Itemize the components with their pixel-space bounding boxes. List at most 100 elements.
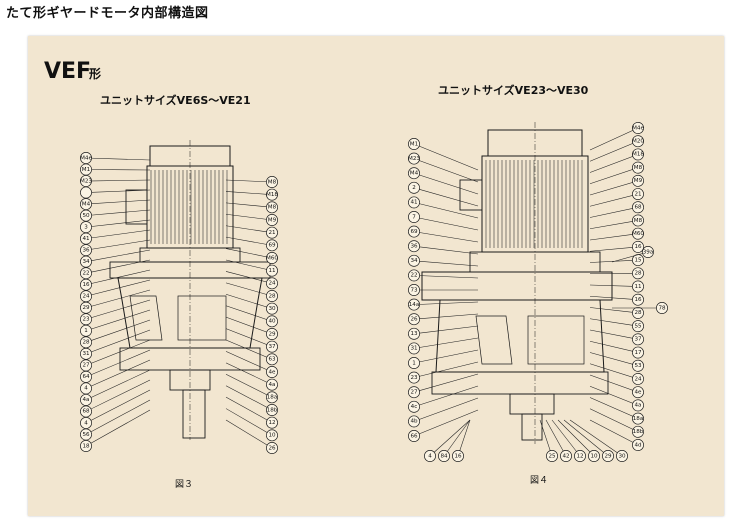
leader-line xyxy=(413,373,479,393)
callout-label: M8 xyxy=(634,165,643,171)
callout-bubble xyxy=(546,450,558,462)
leader-line xyxy=(225,374,273,398)
callout-bubble xyxy=(632,333,644,346)
leader-line xyxy=(413,275,479,279)
callout-bubble xyxy=(266,201,278,214)
leader-line xyxy=(85,399,151,435)
leader-line xyxy=(557,419,595,457)
leader-line xyxy=(589,127,639,151)
leader-line xyxy=(457,419,471,457)
callout-label: M9 xyxy=(634,178,643,184)
output-shaft xyxy=(182,389,206,439)
leader-line xyxy=(589,352,639,367)
leader-line xyxy=(225,396,273,423)
callout-label: 4b xyxy=(410,419,418,425)
leader-line xyxy=(589,419,639,446)
leader-line xyxy=(225,362,273,385)
callout-bubble xyxy=(408,386,420,399)
leader-line xyxy=(413,202,479,219)
leader-line xyxy=(443,419,471,457)
leader-line xyxy=(413,158,479,183)
callout-bubble xyxy=(266,239,278,252)
leader-line xyxy=(85,289,151,309)
callout-label: 24 xyxy=(268,281,276,287)
callout-bubble xyxy=(266,366,278,378)
geared-motor-drawing-small xyxy=(109,140,271,440)
callout-bubble xyxy=(266,378,278,391)
callout-label: 28 xyxy=(634,310,642,316)
leader-line xyxy=(225,248,273,259)
callout-label: M1 xyxy=(410,141,419,147)
page-title: たて形ギヤードモータ内部構造図 xyxy=(6,6,209,21)
callout-label: M1 xyxy=(82,167,91,173)
callout-bubble xyxy=(632,188,644,200)
leader-line xyxy=(85,319,151,343)
leader-line xyxy=(225,236,273,246)
leader-line xyxy=(589,397,639,419)
callout-bubble xyxy=(408,181,420,194)
callout-bubble xyxy=(408,357,420,369)
callout-label: 55 xyxy=(634,323,642,329)
callout-label: 29 xyxy=(268,331,276,337)
leader-line xyxy=(413,260,479,267)
callout-label: 21 xyxy=(634,191,642,197)
callout-label: M4e xyxy=(80,155,92,161)
leader-line xyxy=(85,239,151,251)
callout-bubble xyxy=(408,269,420,282)
callout-bubble xyxy=(632,227,644,240)
leader-line xyxy=(85,359,151,389)
callout-label: 36 xyxy=(410,244,418,250)
callout-label: 31 xyxy=(82,351,90,357)
diagram-2-heading: ユニットサイズVE23〜VE30 xyxy=(438,83,589,97)
leader-line xyxy=(225,351,273,373)
callout-bubble xyxy=(408,254,420,267)
leader-line xyxy=(589,340,639,353)
callout-bubble xyxy=(266,214,278,226)
callout-bubble xyxy=(632,293,644,306)
callout-bubble xyxy=(266,328,278,340)
callout-bubble xyxy=(632,373,644,385)
callout-bubble xyxy=(266,416,278,429)
bearing-housing xyxy=(509,393,555,415)
callout-bubble xyxy=(266,188,278,201)
callout-label: 29 xyxy=(82,305,90,311)
callout-label: 30 xyxy=(618,453,626,459)
leader-line xyxy=(413,349,479,364)
callout-bubble xyxy=(632,386,644,399)
callout-label: 7 xyxy=(412,214,416,220)
callout-bubble xyxy=(632,161,644,174)
leader-line xyxy=(85,179,151,182)
callout-label: 73 xyxy=(410,287,418,293)
callout-bubble xyxy=(408,342,420,355)
callout-label: 16 xyxy=(454,453,462,459)
leader-line xyxy=(589,246,639,252)
geared-motor-drawing-large xyxy=(421,122,613,444)
callout-bubble xyxy=(632,135,644,148)
callout-label: 1 xyxy=(412,360,416,366)
callout-label: 25 xyxy=(548,453,556,459)
callout-label: 18 xyxy=(82,443,90,449)
callout-label: 78 xyxy=(658,305,666,311)
callout-label: 41 xyxy=(410,200,418,206)
gear-case xyxy=(435,299,605,373)
callout-label: 4a xyxy=(269,382,276,388)
leader-line xyxy=(85,369,151,401)
callout-label: 34 xyxy=(82,259,90,265)
diagram-1-heading: ユニットサイズVE6S〜VE21 xyxy=(100,93,251,107)
callout-label: 27 xyxy=(410,390,418,396)
callout-bubble xyxy=(632,201,644,214)
callout-label: 26 xyxy=(268,445,276,451)
leader-line xyxy=(589,140,639,162)
leader-line xyxy=(225,305,273,322)
callout-label: 16 xyxy=(82,282,90,288)
leader-line xyxy=(589,284,639,287)
callout-label: 31 xyxy=(410,346,418,352)
leader-line xyxy=(589,307,639,314)
leader-line xyxy=(85,269,151,285)
leader-line xyxy=(413,187,479,207)
callout-bubble xyxy=(632,306,644,319)
conduit-box xyxy=(459,179,483,211)
callout-label: 56 xyxy=(82,432,90,438)
callout-label: 69 xyxy=(410,229,418,235)
